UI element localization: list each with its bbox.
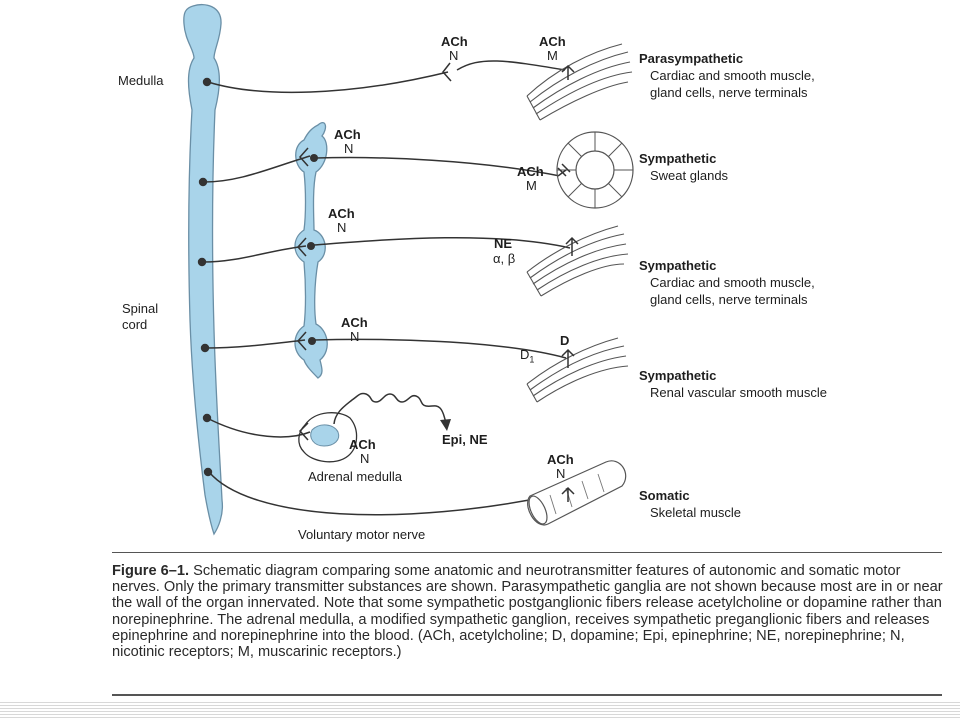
d1-receptor-label: D1 (520, 347, 535, 365)
target-4-title: Sympathetic (639, 368, 717, 383)
spinal-cord-label-line2: cord (122, 317, 148, 332)
smooth-muscle-renal (526, 337, 629, 403)
sympathetic-preganglionic-fiber-1 (203, 155, 311, 183)
caption-text: Schematic diagram comparing some anatomi… (112, 563, 943, 661)
nerve-fibers (202, 60, 571, 516)
figure-caption: Figure 6–1. Schematic diagram comparing … (112, 563, 948, 660)
target-5-title: Somatic (639, 488, 690, 503)
target-1-title: Parasympathetic (639, 51, 744, 66)
scan-stripes (0, 700, 960, 720)
n-receptor-label-adrenal: N (360, 451, 370, 466)
n-receptor-label-sympathetic-ganglion-2: N (337, 220, 347, 235)
sympathetic-ganglion-synapse-2 (296, 237, 307, 257)
alpha-beta-receptor-label: α, β (493, 251, 516, 266)
target-3-line2: gland cells, nerve terminals (650, 292, 808, 307)
n-receptor-label-sympathetic-ganglion-1: N (344, 141, 354, 156)
sympathetic-ganglion-synapse-3 (296, 331, 307, 351)
adrenal-synapse (298, 422, 309, 441)
ach-label-sympathetic-ganglion-2: ACh (328, 206, 355, 221)
skeletal-muscle (527, 460, 627, 526)
cell-bodies (197, 77, 318, 477)
ach-label-sweat-gland: ACh (517, 164, 544, 179)
renal-effector-ending (561, 348, 575, 368)
somatic-motor-fiber (208, 471, 561, 516)
sweat-gland (556, 131, 634, 209)
m-receptor-label-parasympathetic-effector: M (547, 48, 558, 63)
target-4-line1: Renal vascular smooth muscle (650, 385, 828, 400)
adrenal-preganglionic-fiber (206, 417, 311, 438)
ne-label-cardiac: NE (494, 236, 513, 251)
caption-bottom-rule (112, 694, 942, 696)
target-2-title: Sympathetic (639, 151, 717, 166)
hormone-release-arrow-path (333, 392, 447, 425)
sympathetic-postganglionic-fiber-renal (313, 338, 567, 359)
adrenal-medulla-label: Adrenal medulla (308, 469, 402, 484)
spinal-cord (183, 3, 224, 536)
smooth-muscle-parasympathetic (526, 43, 633, 121)
sympathetic-preganglionic-fiber-3 (205, 339, 306, 349)
sympathetic-ganglion-synapse-1 (298, 147, 309, 167)
epi-ne-label: Epi, NE (442, 432, 488, 447)
n-receptor-label-somatic: N (556, 466, 566, 481)
ach-label-somatic: ACh (547, 452, 574, 467)
cardiac-effector-ending (565, 236, 579, 256)
synapse-endings (296, 62, 452, 441)
target-3-line1: Cardiac and smooth muscle, (650, 275, 815, 290)
sympathetic-postganglionic-fiber-cardiac (313, 236, 571, 249)
smooth-muscle-cardiac (526, 225, 629, 297)
caption-top-rule (112, 552, 942, 553)
parasympathetic-ganglion-synapse (442, 62, 452, 82)
m-receptor-label-sweat-gland: M (526, 178, 537, 193)
target-2-line1: Sweat glands (650, 168, 729, 183)
spinal-cord-label-line1: Spinal (122, 301, 159, 316)
parasympathetic-effector-ending (561, 64, 575, 80)
sympathetic-chain (294, 122, 328, 379)
parasympathetic-preganglionic-fiber (207, 71, 449, 94)
sympathetic-postganglionic-fiber-sweat (315, 156, 561, 177)
adrenal-medulla-core (310, 424, 340, 447)
parasympathetic-postganglionic-fiber (456, 60, 566, 71)
target-3-title: Sympathetic (639, 258, 717, 273)
target-5-line1: Skeletal muscle (650, 505, 742, 520)
ach-label-sympathetic-ganglion-1: ACh (334, 127, 361, 142)
ach-label-sympathetic-ganglion-3: ACh (341, 315, 368, 330)
ach-label-adrenal: ACh (349, 437, 376, 452)
ach-label-parasympathetic-effector: ACh (539, 34, 566, 49)
target-1-line1: Cardiac and smooth muscle, (650, 68, 815, 83)
medulla-label: Medulla (118, 73, 164, 88)
sympathetic-preganglionic-fiber-2 (202, 245, 307, 263)
d-label-renal: D (560, 333, 570, 348)
voluntary-motor-nerve-label: Voluntary motor nerve (298, 527, 426, 542)
hormone-release-arrowhead (440, 419, 451, 431)
figure-label: Figure 6–1. (112, 563, 190, 579)
target-1-line2: gland cells, nerve terminals (650, 85, 808, 100)
ach-label-parasympathetic-ganglion: ACh (441, 34, 468, 49)
n-receptor-label-parasympathetic-ganglion: N (449, 48, 459, 63)
n-receptor-label-sympathetic-ganglion-3: N (350, 329, 360, 344)
